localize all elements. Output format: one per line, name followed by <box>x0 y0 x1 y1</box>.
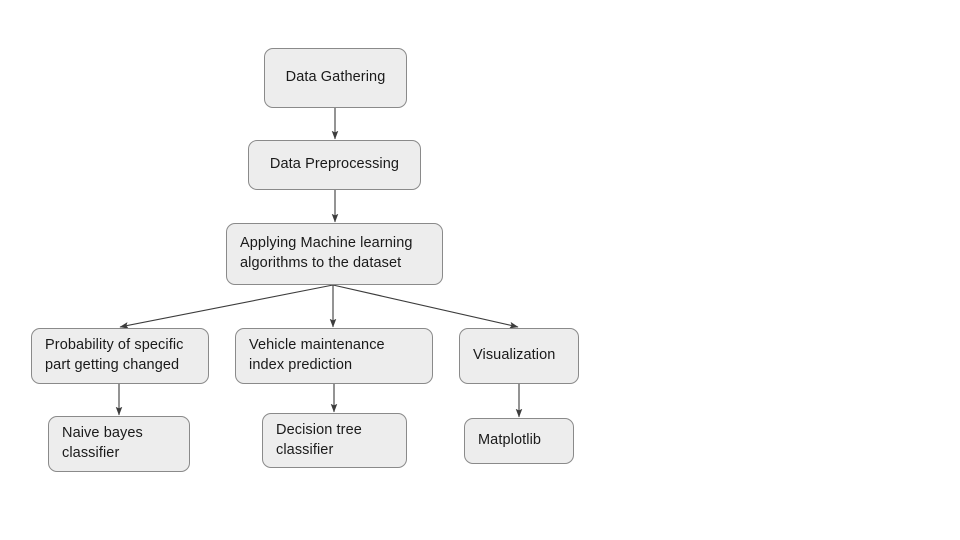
node-label-applying-ml-algorithms: Applying Machine learning algorithms to … <box>240 235 413 271</box>
node-probability-of-specific-part[interactable]: Probability of specific part getting cha… <box>31 328 209 384</box>
node-decision-tree-classifier[interactable]: Decision tree classifier <box>262 413 407 468</box>
node-matplotlib[interactable]: Matplotlib <box>464 418 574 464</box>
node-label-data-preprocessing: Data Preprocessing <box>269 156 400 173</box>
node-label-visualization: Visualization <box>473 347 556 364</box>
edge-applying-to-visualization <box>332 284 519 329</box>
node-label-data-gathering: Data Gathering <box>285 69 386 86</box>
node-applying-ml-algorithms[interactable]: Applying Machine learning algorithms to … <box>226 223 443 285</box>
node-vehicle-maintenance-index[interactable]: Vehicle maintenance index prediction <box>235 328 433 384</box>
node-label-matplotlib: Matplotlib <box>478 432 542 449</box>
node-data-gathering[interactable]: Data Gathering <box>264 48 407 108</box>
node-label-decision-tree-classifier: Decision tree classifier <box>276 421 362 458</box>
edge-applying-to-probability <box>119 284 334 329</box>
node-label-vehicle-maintenance-index: Vehicle maintenance index prediction <box>249 337 385 373</box>
node-label-probability-of-specific-part: Probability of specific part getting cha… <box>45 337 184 373</box>
node-visualization[interactable]: Visualization <box>459 328 579 384</box>
node-naive-bayes-classifier[interactable]: Naive bayes classifier <box>48 416 190 472</box>
node-label-naive-bayes-classifier: Naive bayes classifier <box>62 425 143 461</box>
node-data-preprocessing[interactable]: Data Preprocessing <box>248 140 421 190</box>
